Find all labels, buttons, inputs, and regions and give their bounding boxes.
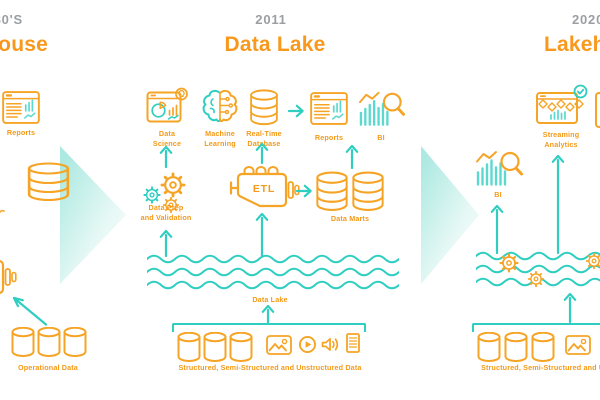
data-marts-database-icon	[315, 171, 349, 212]
clipped-window-icon	[595, 92, 600, 128]
streaming-analytics-icon	[536, 84, 588, 124]
bi-label: BI	[377, 133, 385, 142]
arrow-up-icon	[563, 292, 577, 324]
arrow-up-icon	[261, 304, 275, 325]
arrow-up-icon	[551, 154, 565, 255]
data-marts-label: Data Marts	[330, 214, 370, 223]
data-warehouse-database-icon	[26, 162, 71, 202]
arrow-up-icon	[490, 204, 504, 255]
gear-icon	[527, 270, 545, 288]
operational-data-label: Operational Data	[18, 363, 78, 372]
cylinder-icon	[177, 332, 201, 362]
arrow-right-icon	[287, 104, 304, 118]
data-marts-database-icon	[351, 171, 385, 212]
data-science-icon	[146, 87, 188, 123]
reports-icon	[310, 91, 348, 126]
arrow-up-icon	[159, 145, 173, 169]
bi-label: BI	[494, 190, 502, 199]
clipped-label-fragment	[0, 209, 5, 214]
warehouse-year: 1980'S	[0, 12, 23, 27]
data-prep-label: Data Prep and Validation	[140, 203, 192, 223]
sources-label: Structured, Semi-Structured and Unstruct…	[481, 363, 600, 372]
audio-speaker-icon	[321, 336, 341, 353]
cylinder-icon	[63, 327, 87, 357]
datalake-title: Data Lake	[224, 33, 326, 56]
machine-learning-icon	[202, 89, 238, 123]
arrow-up-icon	[255, 212, 269, 258]
arrow-up-icon	[159, 229, 173, 258]
data-science-label: Data Science	[152, 129, 182, 149]
data-lake-label: Data Lake	[252, 295, 288, 304]
reports-icon	[2, 90, 40, 125]
datalake-year: 2011	[255, 12, 287, 27]
cylinder-icon	[477, 332, 501, 362]
warehouse-title: Data Warehouse	[0, 33, 48, 56]
etl-label: ETL	[252, 183, 276, 195]
streaming-analytics-label: Streaming Analytics	[542, 130, 580, 150]
play-video-icon	[299, 336, 316, 353]
sources-bracket	[472, 323, 600, 332]
chevron-divider-right	[421, 146, 479, 284]
arrow-up-icon	[345, 144, 359, 170]
arrow-up-icon	[255, 142, 269, 165]
sources-label: Structured, Semi-Structured and Unstruct…	[178, 363, 362, 372]
image-icon	[565, 335, 591, 355]
gear-icon	[499, 253, 519, 273]
bi-icon	[475, 148, 523, 187]
document-icon	[346, 333, 360, 353]
data-lake-waves-icon	[147, 254, 399, 290]
lakehouse-year: 2020	[572, 12, 600, 27]
cylinder-icon	[504, 332, 528, 362]
reports-label: Reports	[314, 133, 344, 142]
image-icon	[266, 335, 292, 355]
bi-icon	[358, 89, 405, 127]
arrow-right-icon	[295, 184, 312, 198]
machine-learning-label: Machine Learning	[204, 129, 236, 149]
reports-label: Reports	[6, 128, 36, 137]
lakehouse-waves-gears-icon	[476, 251, 600, 288]
cylinder-icon	[531, 332, 555, 362]
realtime-database-icon	[249, 89, 279, 126]
cylinder-icon	[229, 332, 253, 362]
cylinder-icon	[37, 327, 61, 357]
arrow-diagonal-icon	[12, 296, 48, 326]
cylinder-icon	[203, 332, 227, 362]
realtime-database-label: Real-Time Database	[246, 129, 282, 149]
sources-bracket	[172, 323, 366, 332]
cylinder-icon	[11, 327, 35, 357]
gear-icon	[585, 252, 600, 270]
lakehouse-title: Lakehouse	[544, 33, 600, 56]
